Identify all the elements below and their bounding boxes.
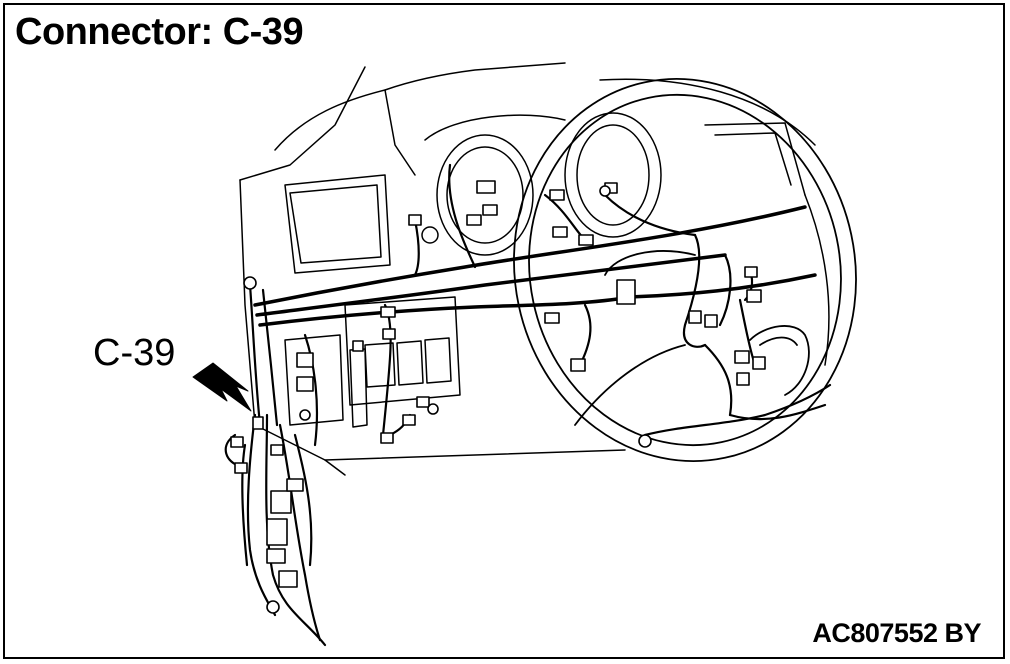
connector-blocks: [230, 180, 766, 588]
steering-wheel: [513, 77, 857, 463]
figure-code: AC807552 BY: [812, 618, 981, 648]
c39-pointer-arrow: [192, 362, 252, 412]
diagram-frame: Connector: C-39 C-39 AC807552 BY: [3, 3, 1005, 659]
main-harness: [253, 205, 817, 327]
dashboard-wiring-illustration: [192, 62, 857, 647]
ground-terminals: [243, 185, 652, 614]
page-title: Connector: C-39: [15, 11, 304, 53]
lower-harness: [224, 413, 327, 647]
dashboard-outline: [239, 62, 830, 476]
instrument-cluster: [421, 112, 662, 256]
connector-callout-label: C-39: [93, 332, 176, 374]
